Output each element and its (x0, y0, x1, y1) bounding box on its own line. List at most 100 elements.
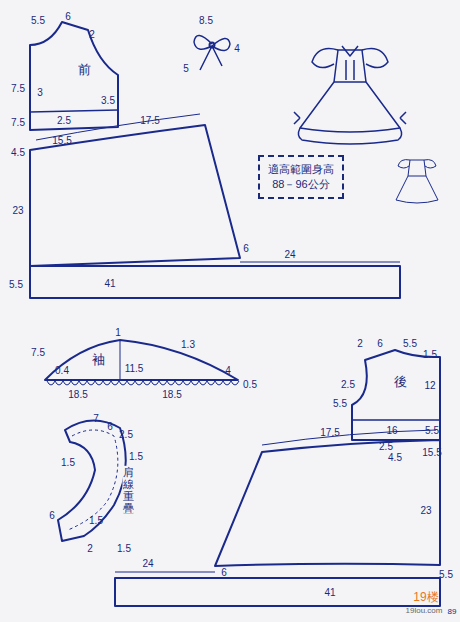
dimension-label: 6 (377, 338, 383, 349)
dress-small (396, 160, 438, 203)
pattern-stroke (396, 176, 438, 203)
dimension-label: 6 (49, 510, 55, 521)
lace-edge (47, 381, 239, 385)
dimension-label: 2.5 (379, 441, 393, 452)
pattern-stroke (342, 46, 358, 56)
dimension-label: 2.5 (119, 429, 133, 440)
pattern-stroke (111, 381, 119, 385)
dimension-label: 5 (183, 63, 189, 74)
dimension-label: 23 (420, 505, 431, 516)
dimension-arc (262, 430, 436, 445)
dimension-label: 12 (424, 380, 435, 391)
back-bodice (352, 350, 440, 440)
collar (58, 420, 126, 541)
pattern-stroke (127, 381, 135, 385)
dimension-label: 2 (87, 543, 93, 554)
dimension-label: 1.3 (181, 339, 195, 350)
dimension-label: 24 (284, 249, 295, 260)
dimension-label: 19楼 (413, 591, 438, 604)
collar-stitch (68, 430, 118, 530)
dimension-label: 6 (107, 421, 113, 432)
size-text: 適高範圍身高 (260, 162, 342, 177)
dimension-label: 3.5 (101, 95, 115, 106)
dimension-label: 6 (243, 243, 249, 254)
dimension-label: 41 (104, 278, 115, 289)
dimension-label: 17.5 (320, 427, 339, 438)
dimension-label: 2.5 (57, 115, 71, 126)
dimension-label: 3 (37, 87, 43, 98)
pattern-stroke (159, 381, 167, 385)
dimension-label: 7 (93, 413, 99, 424)
pattern-stroke (199, 381, 207, 385)
dimension-label: 15.5 (422, 447, 441, 458)
dimension-label: 41 (324, 587, 335, 598)
dimension-label: 4.5 (11, 147, 25, 158)
size-box: 適高範圍身高88－96公分 (258, 155, 344, 199)
dress-illustration (294, 46, 406, 144)
dimension-label: 4 (225, 365, 231, 376)
dimension-label: 2 (89, 29, 95, 40)
pattern-stroke (223, 381, 231, 385)
dimension-label: 0.4 (55, 365, 69, 376)
dimension-label: 6 (221, 567, 227, 578)
bow-knot (210, 43, 215, 48)
pattern-stroke (87, 381, 95, 385)
dimension-label: 23 (12, 205, 23, 216)
dimension-label: 19lou.com (406, 607, 443, 616)
dimension-label: 1 (115, 327, 121, 338)
dimension-label: 0.5 (243, 379, 257, 390)
dimension-label: 5.5 (425, 425, 439, 436)
pattern-stroke (346, 60, 354, 80)
dimension-label: 5.5 (31, 15, 45, 26)
pattern-stroke (215, 381, 223, 385)
pattern-stroke (183, 381, 191, 385)
pattern-stroke (143, 381, 151, 385)
dimension-label: 7.5 (11, 117, 25, 128)
dimension-label: 5.5 (333, 398, 347, 409)
dimension-label: 1.5 (423, 349, 437, 360)
dimension-label: 2 (357, 338, 363, 349)
dimension-label: 7.5 (31, 347, 45, 358)
center-front (30, 45, 31, 130)
pattern-stroke (103, 381, 111, 385)
size-text: 88－96公分 (260, 177, 342, 192)
dimension-label: 4.5 (388, 452, 402, 463)
dimension-label: 6 (65, 11, 71, 22)
pattern-stroke (135, 381, 143, 385)
dimension-label: 18.5 (68, 389, 87, 400)
dimension-label: 16 (386, 425, 397, 436)
dimension-label: 前 (78, 63, 91, 77)
back-band (115, 578, 440, 606)
pattern-pieces (30, 22, 440, 606)
pattern-stroke (175, 381, 183, 385)
pattern-stroke (47, 381, 55, 385)
waist-line (30, 110, 118, 112)
pattern-stroke (151, 381, 159, 385)
pattern-stroke (167, 381, 175, 385)
dimension-label: 7.5 (11, 83, 25, 94)
bow (194, 35, 230, 70)
pattern-stroke (294, 112, 406, 124)
dimension-label: 17.5 (140, 115, 159, 126)
sleeve-center (120, 340, 121, 380)
dimension-label: 1.5 (61, 457, 75, 468)
dimension-label: 5.5 (9, 279, 23, 290)
dimension-label: 1.5 (89, 515, 103, 526)
pattern-stroke (298, 128, 401, 144)
dimension-label: 袖 (92, 353, 105, 367)
note-text: 肩線重疊 (123, 466, 134, 514)
dimension-line (240, 262, 400, 263)
dimension-label: 8.5 (199, 15, 213, 26)
pattern-stroke (207, 381, 215, 385)
pattern-stroke (231, 381, 239, 385)
pattern-stroke (408, 160, 426, 176)
dimension-label: 11.5 (125, 363, 144, 374)
dimension-label: 15.5 (52, 135, 71, 146)
dimension-label: 18.5 (162, 389, 181, 400)
sleeve (45, 340, 238, 380)
pattern-stroke (55, 381, 63, 385)
front-band (30, 266, 400, 298)
dimension-label: 5.5 (403, 338, 417, 349)
pattern-stroke (119, 381, 127, 385)
